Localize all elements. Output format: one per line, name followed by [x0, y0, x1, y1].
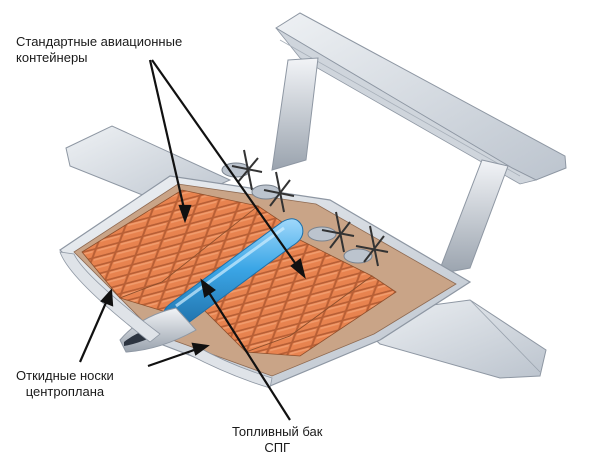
- engine-1: [221, 149, 263, 191]
- propeller-icon: [355, 225, 389, 267]
- propeller-icon: [263, 171, 295, 213]
- tail-fins: [271, 57, 509, 275]
- pointer-nose-right: [147, 342, 210, 368]
- containers-label-line2: контейнеры: [16, 50, 88, 65]
- fuel-tank-label-line1: Топливный бак: [232, 424, 323, 439]
- fuel-tank-label: Топливный бак СПГ: [232, 424, 322, 456]
- pointer-containers-left: [148, 59, 192, 224]
- engine-4: [343, 225, 389, 267]
- pointer-lines: [78, 59, 306, 421]
- fuel-tank-label-line2: СПГ: [264, 440, 291, 455]
- containers-label-line1: Стандартные авиационные: [16, 34, 183, 49]
- pointer-containers-right: [151, 59, 306, 280]
- pointer-fuel-tank: [200, 278, 291, 421]
- engines: [221, 149, 389, 267]
- propeller-icon: [321, 211, 355, 253]
- containers-label: Стандартные авиационные контейнеры: [16, 34, 182, 66]
- pointer-nose-left: [78, 288, 114, 363]
- engine-3: [307, 211, 355, 253]
- engine-2: [251, 171, 295, 213]
- leading-edge-label: Откидные носки центроплана: [16, 368, 114, 400]
- propeller-icon: [231, 149, 263, 191]
- containers-left-bay: [81, 189, 283, 319]
- leading-edge-label-line1: Откидные носки: [16, 368, 114, 383]
- leading-edge-label-line2: центроплана: [25, 384, 105, 399]
- upper-tail-wing: [275, 12, 567, 185]
